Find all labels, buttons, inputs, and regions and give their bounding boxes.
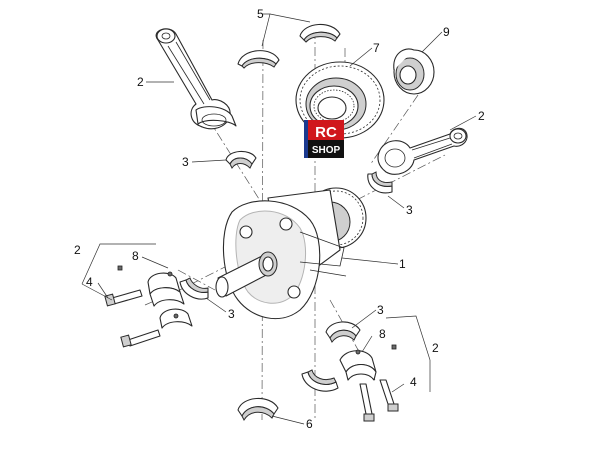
callout-8-right: 8 (379, 327, 386, 341)
crankshaft (215, 187, 367, 320)
callout-4-left: 4 (86, 275, 93, 289)
bolt-right-b (379, 379, 399, 412)
callout-3-lower-right: 3 (377, 303, 384, 317)
callout-3-left-lower: 3 (228, 307, 235, 321)
bearing-shell-top-a (237, 50, 280, 69)
bearing-shell-right (367, 171, 393, 194)
gear-ring (295, 61, 385, 139)
logo-shop: SHOP (312, 145, 341, 156)
callout-3-right: 3 (406, 203, 413, 217)
bearing-shell-upper-left (225, 150, 257, 169)
callout-5: 5 (257, 7, 264, 21)
callout-2-left: 2 (74, 243, 81, 257)
callout-1: 1 (399, 257, 406, 271)
bearing-shell-top-b (299, 23, 341, 43)
bolt-right-a (359, 383, 375, 422)
callout-2-upper-left: 2 (137, 75, 144, 89)
callout-3-upper-left: 3 (182, 155, 189, 169)
callout-7: 7 (373, 41, 380, 55)
callout-8-left: 8 (132, 249, 139, 263)
bolt-left-upper (104, 289, 143, 307)
connecting-rod-cap-left-lower (159, 308, 193, 329)
connecting-rod-upper-left (155, 28, 237, 130)
callouts: 5 7 9 2 3 2 3 1 2 8 4 3 3 8 2 4 6 (74, 7, 485, 431)
bearing-shell-bottom (237, 397, 279, 422)
bearing-shell-lower-right (325, 321, 361, 343)
connecting-rod-cap-right (339, 344, 397, 381)
callout-2-lower-right: 2 (432, 341, 439, 355)
callout-6: 6 (306, 417, 313, 431)
bearing-shell-lower-mid (301, 369, 339, 392)
connecting-rod-cap-left (117, 265, 185, 307)
connecting-rod-right (377, 127, 468, 175)
callout-4-right: 4 (410, 375, 417, 389)
ball-bearing (393, 48, 435, 95)
bolt-left-lower (120, 329, 161, 348)
leader-lines (81, 13, 477, 425)
rc-shop-logo: RC SHOP (304, 120, 344, 158)
callout-2-right: 2 (478, 109, 485, 123)
bearing-shell-left-lower (179, 277, 209, 300)
callout-9: 9 (443, 25, 450, 39)
logo-rc: RC (315, 124, 337, 141)
